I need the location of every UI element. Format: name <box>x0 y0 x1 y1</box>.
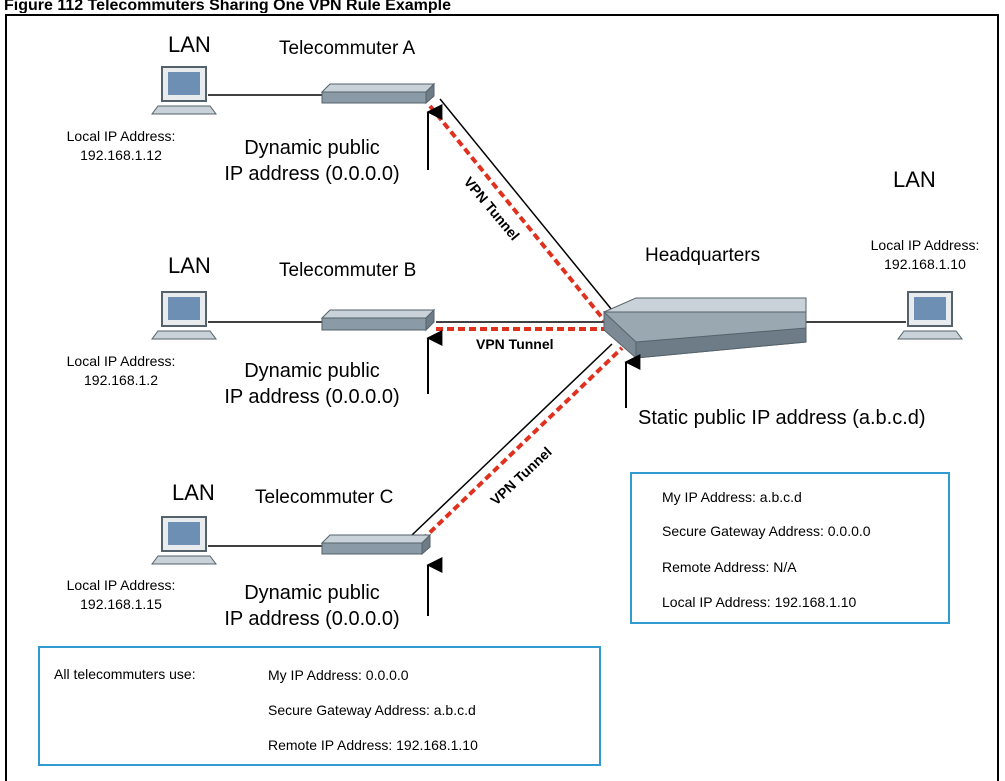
vpn-tunnel-b <box>436 321 608 331</box>
lan-hq-label: LAN <box>893 167 936 192</box>
telecommuter-c-dynamic-ip: Dynamic public IP address (0.0.0.0) <box>224 582 400 630</box>
headquarters-local-ip: Local IP Address: 192.168.1.10 <box>870 237 980 272</box>
telecommuter-secure-gateway: Secure Gateway Address: a.b.c.d <box>268 702 476 718</box>
hq-local-ip: Local IP Address: 192.168.1.10 <box>662 594 857 610</box>
vpn-tunnel-c <box>411 343 624 542</box>
headquarters-name: Headquarters <box>645 245 761 266</box>
figure-frame <box>5 14 999 781</box>
computer-a-icon <box>151 66 217 115</box>
lan-b-label: LAN <box>168 253 211 278</box>
telecommuter-b-dynamic-ip: Dynamic public IP address (0.0.0.0) <box>224 360 400 408</box>
router-c-icon <box>320 533 432 556</box>
computer-c-icon <box>151 516 217 565</box>
telecommuter-remote-ip: Remote IP Address: 192.168.1.10 <box>268 737 478 753</box>
vpn-tunnel-a <box>428 98 613 322</box>
telecommuter-b-name: Telecommuter B <box>279 260 417 281</box>
lan-a-label: LAN <box>168 32 211 57</box>
lan-c-label: LAN <box>172 480 215 505</box>
telecommuter-c-local-ip: Local IP Address: 192.168.1.15 <box>66 577 176 612</box>
hq-my-ip: My IP Address: a.b.c.d <box>662 489 802 505</box>
hq-settings-box: My IP Address: a.b.c.d Secure Gateway Ad… <box>630 472 950 624</box>
telecommuter-my-ip: My IP Address: 0.0.0.0 <box>268 667 409 683</box>
telecommuter-settings-box: All telecommuters use: My IP Address: 0.… <box>38 646 601 766</box>
router-b-icon <box>320 308 436 332</box>
headquarters-router-icon <box>603 297 807 360</box>
telecommuter-c-name: Telecommuter C <box>255 487 394 508</box>
telecommuter-settings-heading: All telecommuters use: <box>54 666 196 682</box>
telecommuter-a-local-ip: Local IP Address: 192.168.1.12 <box>66 128 176 163</box>
telecommuter-a-dynamic-ip: Dynamic public IP address (0.0.0.0) <box>224 137 400 185</box>
vpn-tunnel-b-label: VPN Tunnel <box>476 336 554 352</box>
telecommuter-b-local-ip: Local IP Address: 192.168.1.2 <box>66 353 176 388</box>
hq-secure-gateway: Secure Gateway Address: 0.0.0.0 <box>662 523 871 539</box>
headquarters-static-ip: Static public IP address (a.b.c.d) <box>638 407 926 429</box>
computer-b-icon <box>151 291 217 340</box>
telecommuter-a-name: Telecommuter A <box>279 38 416 59</box>
computer-hq-icon <box>897 291 963 340</box>
router-a-icon <box>320 82 436 105</box>
hq-remote-address: Remote Address: N/A <box>662 559 797 575</box>
figure-caption: Figure 112 Telecommuters Sharing One VPN… <box>4 0 451 13</box>
